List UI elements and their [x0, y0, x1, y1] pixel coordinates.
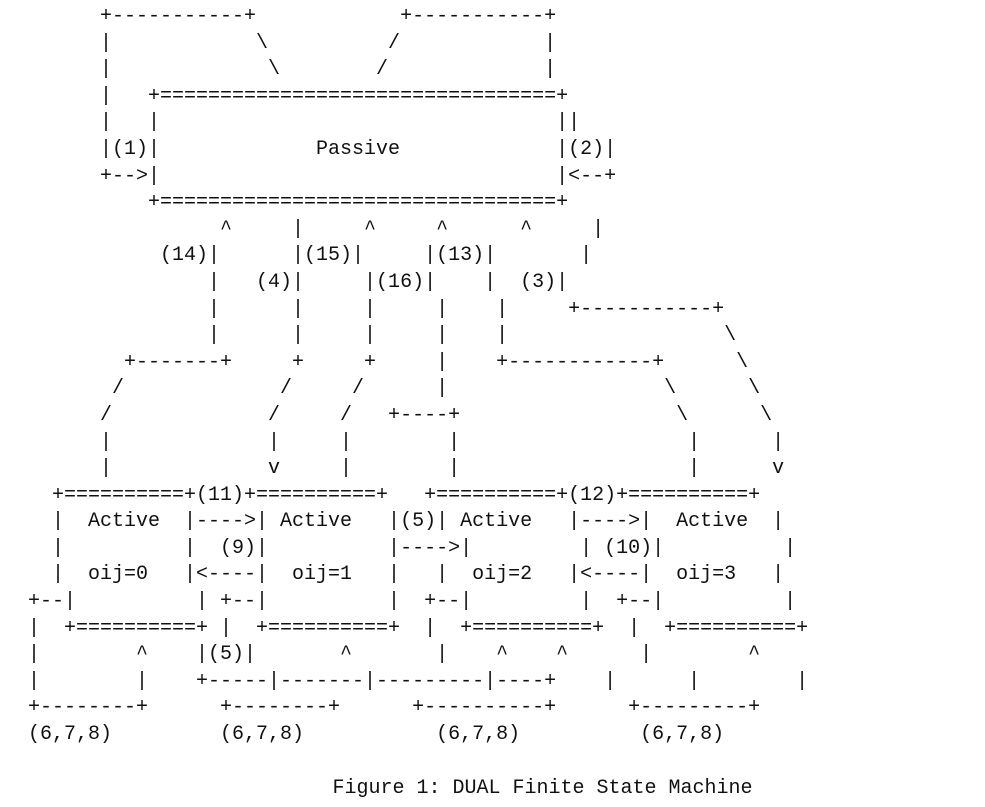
figure-caption: Figure 1: DUAL Finite State Machine	[332, 777, 753, 800]
ascii-state-machine-art: +-----------+ +-----------+ | \ / | | \ …	[28, 5, 809, 747]
